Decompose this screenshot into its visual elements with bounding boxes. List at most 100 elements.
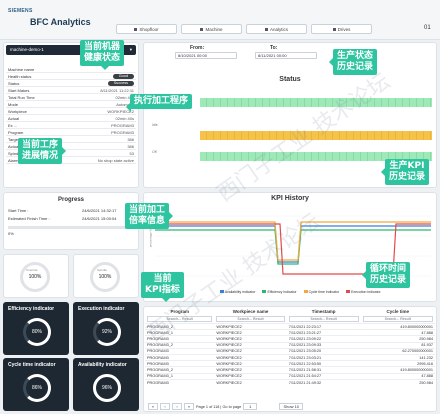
detail-label: Spindle [8,150,22,156]
status-run-bar [200,98,432,107]
table-cell: 7/11/2021 23:03:21 [286,353,361,361]
detail-label: Actual [8,115,20,121]
progress-panel [3,192,139,250]
table-cell: 62.270000000001 [360,347,435,355]
filter-cycle-time[interactable]: Search... Result [362,316,433,322]
table-cell: PROGRAM3_1 [145,329,215,336]
detail-label: Actual [8,143,20,149]
filter-program[interactable]: Search... Result [147,316,213,322]
detail-label: Ex ... [8,122,18,128]
execution-ring: 92% [93,318,121,346]
callout-current-kpi: 当前 KPI指标 [141,272,184,302]
table-cell: 47.888 [360,329,435,336]
table-cell: 7/11/2021 22:53:50 [286,360,361,367]
detail-value: 8/11/2021 11:22:11 [100,87,134,93]
table-cell: WORKPIECE2 [214,366,287,373]
tab-shopfloor[interactable]: Shopfloor [116,24,177,34]
kpi-line-execution [155,223,431,275]
main-tabs: Shopfloor Machine Analytics Drives [116,24,372,34]
page-input[interactable]: 1 [243,403,258,410]
table-cell: WORKPIECE2 [214,372,287,380]
legend-execution[interactable]: Execution indicator [346,290,381,294]
table-cell: WORKPIECE2 [214,335,287,343]
filter-workpiece[interactable]: Search... Result [216,316,285,322]
table-cell: 7/11/2021 22:23:17 [286,322,361,330]
override-gauge: 100% [20,262,50,292]
progress-percent: 0% [8,231,14,236]
filter-timestamp[interactable]: Search... Result [288,316,359,322]
next-page-button[interactable]: › [172,403,182,410]
first-page-button[interactable]: « [148,403,158,410]
status-row-idle: Idle [152,123,158,127]
table-cell: PROGRAM3_1 [145,372,215,380]
table-cell: 419.800000000001 [360,366,435,373]
prev-page-button[interactable]: ‹ [160,403,170,410]
table-cell: 7/11/2021 21:58:31 [286,366,361,373]
kpi-history-chart [155,215,431,277]
detail-value: 02min 40s [115,94,134,100]
table-cell: 7/11/2021 23:09:33 [286,341,361,349]
col-workpiece[interactable]: Workpiece name [232,309,269,314]
table-cell: 419.800000000001 [360,322,435,330]
page-size-select[interactable]: Show 10 [279,403,304,410]
legend-availability[interactable]: Availability indicator [220,290,255,294]
table-cell: PROGRAM3_2 [145,341,215,349]
legend-efficiency[interactable]: Efficiency indicator [262,290,297,294]
table-cell: WORKPIECE2 [214,322,287,330]
kpi-y-label: percentage % [148,228,153,248]
detail-label: Alarm [8,157,19,163]
detail-value: PROGRAM3 [111,122,134,128]
callout-kpi-history: 生产KPI 历史记录 [380,159,430,185]
table-cell: WORKPIECE2 [214,353,287,361]
detail-label: Workpiece [8,108,27,114]
col-timestamp[interactable]: Timestamp [311,309,336,314]
detail-label: Mode [8,101,19,107]
tab-drives[interactable]: Drives [311,24,372,34]
to-date-input[interactable]: 8/11/2021 00:00 [255,52,317,59]
status-idle-bar [200,131,432,140]
from-date-input[interactable]: 8/10/2021 00:00 [175,52,237,59]
kpi-line-availability [155,225,431,263]
table-cell: 7/11/2021 21:49:32 [286,378,361,386]
table-cell: 47.888 [360,372,435,380]
tab-machine[interactable]: Machine [181,24,242,34]
finish-time-label: Estimated Finish Time : [8,216,50,221]
col-cycle-time[interactable]: Cycle time [386,309,410,314]
machine-select[interactable]: machine-demo-1▾ [6,45,136,55]
to-label: To: [270,45,278,51]
shopfloor-icon [134,27,138,31]
table-cell: WORKPIECE2 [214,329,287,336]
detail-label: Total Run Time [8,94,35,100]
drives-icon [332,27,336,31]
last-page-button[interactable]: » [184,403,194,410]
detail-value: Automatic [116,102,134,107]
detail-value: 386 [127,143,134,149]
detail-row: Machine name [6,66,136,73]
tab-analytics[interactable]: Analytics [246,24,307,34]
col-program[interactable]: Program [170,309,189,314]
status-badge: Success [107,80,134,86]
table-cell: 250.984 [360,335,435,343]
finish-time-value: 24/6/2021 15:00:04 [82,216,117,221]
table-cell: PROGRAM3 [145,378,215,386]
table-cell: 7/11/2021 23:09:22 [286,335,361,343]
legend-cycle-time[interactable]: Cycle time indicator [303,290,339,294]
